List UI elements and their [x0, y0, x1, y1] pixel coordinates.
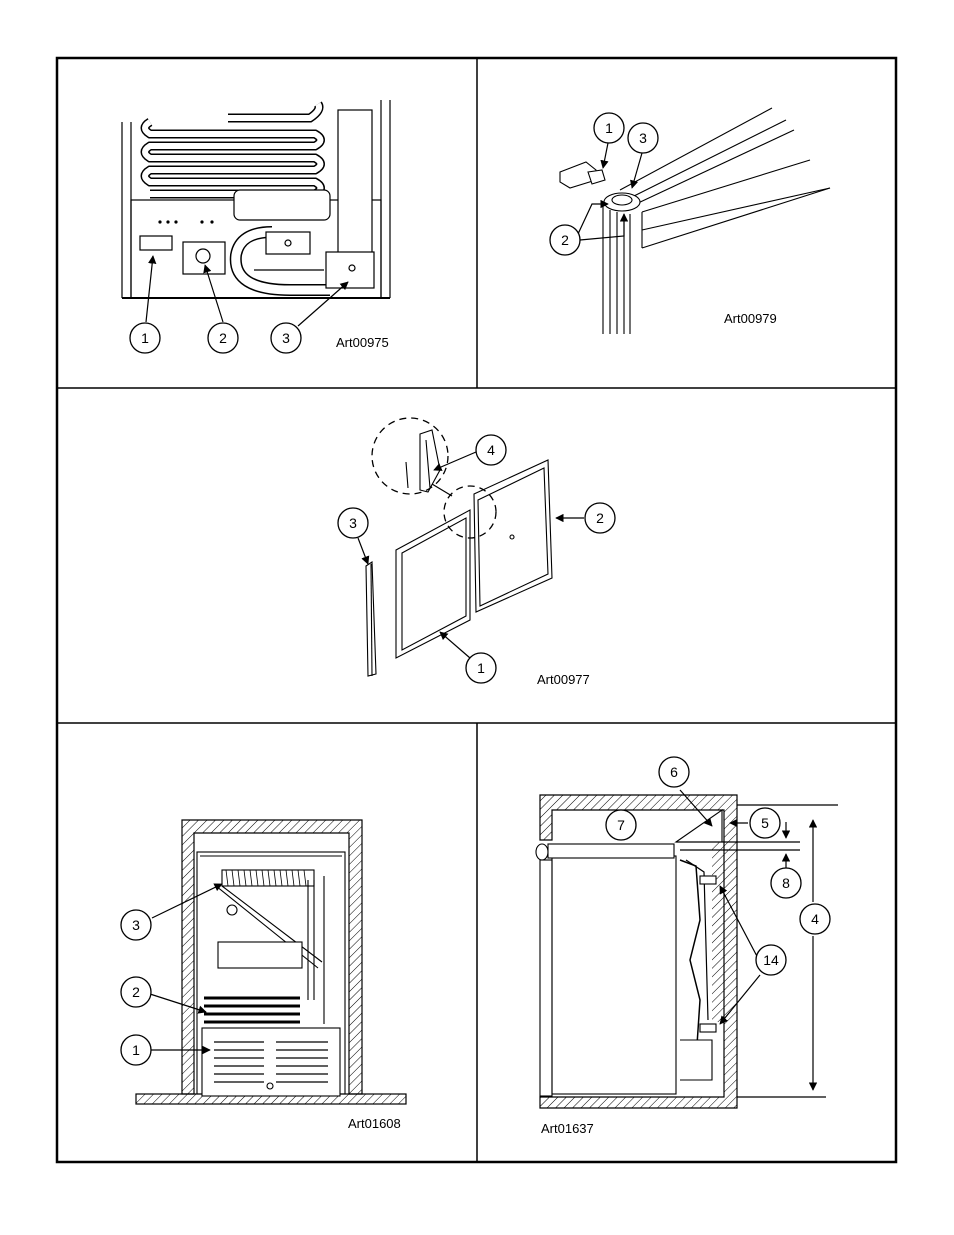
callout-2: 2 [207, 322, 239, 354]
callout-3-number: 3 [349, 515, 357, 531]
detail-connector [431, 483, 453, 497]
panel-2-art-label: Art00979 [724, 311, 777, 326]
callout-1: 1 [120, 1034, 152, 1066]
callout-2: 2 [584, 502, 616, 534]
callout-6: 6 [658, 756, 690, 788]
callout-2-number: 2 [561, 232, 569, 248]
callout-7: 7 [605, 809, 637, 841]
page-frame [55, 56, 898, 1164]
callout-3: 3 [627, 122, 659, 154]
panel-4-art-label: Art01608 [348, 1116, 401, 1131]
callout-6-number: 6 [670, 764, 678, 780]
callout-4: 4 [799, 903, 831, 935]
callout-1: 1 [465, 652, 497, 684]
callout-1-number: 1 [477, 660, 485, 676]
callout-8: 8 [770, 867, 802, 899]
panel-5-dimensions [676, 789, 838, 1098]
panel-3-door-panels: 4 3 2 1 Art00977 [337, 417, 616, 687]
panel-2-illustration [559, 107, 831, 334]
panel-1-refrigerator-rear: 1 2 3 Art00975 [121, 100, 391, 354]
callout-3: 3 [337, 507, 369, 539]
callout-7-number: 7 [617, 817, 625, 833]
callout-14-number: 14 [763, 952, 779, 968]
callout-2-number: 2 [132, 984, 140, 1000]
callout-2-number: 2 [596, 510, 604, 526]
panel-3-leaders [357, 451, 584, 659]
callout-1: 1 [593, 112, 625, 144]
callout-1-number: 1 [141, 330, 149, 346]
callout-3-number: 3 [132, 917, 140, 933]
panel-1-art-label: Art00975 [336, 335, 389, 350]
panel-2-door-hinge: 1 3 2 Art00979 [549, 107, 831, 334]
panel-1-illustration [121, 100, 391, 299]
panel-5-art-label: Art01637 [541, 1121, 594, 1136]
panel-4-illustration [196, 851, 346, 1097]
callout-2: 2 [549, 224, 581, 256]
panel-2-leaders [577, 142, 643, 241]
callout-8-number: 8 [782, 875, 790, 891]
panel-5-installed-side-view: 6 7 5 8 4 14 Art01637 [535, 756, 838, 1136]
panel-4-leaders [149, 883, 223, 1055]
callout-1-number: 1 [132, 1042, 140, 1058]
callout-3: 3 [120, 909, 152, 941]
panel-4-installed-rear-view: 3 2 1 Art01608 [120, 819, 407, 1131]
callout-3-number: 3 [282, 330, 290, 346]
callout-14: 14 [755, 944, 787, 976]
panel-3-illustration [365, 429, 553, 677]
callout-4-number: 4 [811, 911, 819, 927]
callout-1-number: 1 [605, 120, 613, 136]
callout-5-number: 5 [761, 815, 769, 831]
panel-1-leaders [145, 255, 349, 327]
callout-4: 4 [475, 434, 507, 466]
callout-5: 5 [749, 807, 781, 839]
callout-3: 3 [270, 322, 302, 354]
callout-4-number: 4 [487, 442, 495, 458]
panel-5-illustration [535, 808, 723, 1097]
callout-1: 1 [129, 322, 161, 354]
panel-3-detail-circles [371, 417, 497, 539]
panel-3-art-label: Art00977 [537, 672, 590, 687]
callout-2: 2 [120, 976, 152, 1008]
callout-2-number: 2 [219, 330, 227, 346]
callout-3-number: 3 [639, 130, 647, 146]
